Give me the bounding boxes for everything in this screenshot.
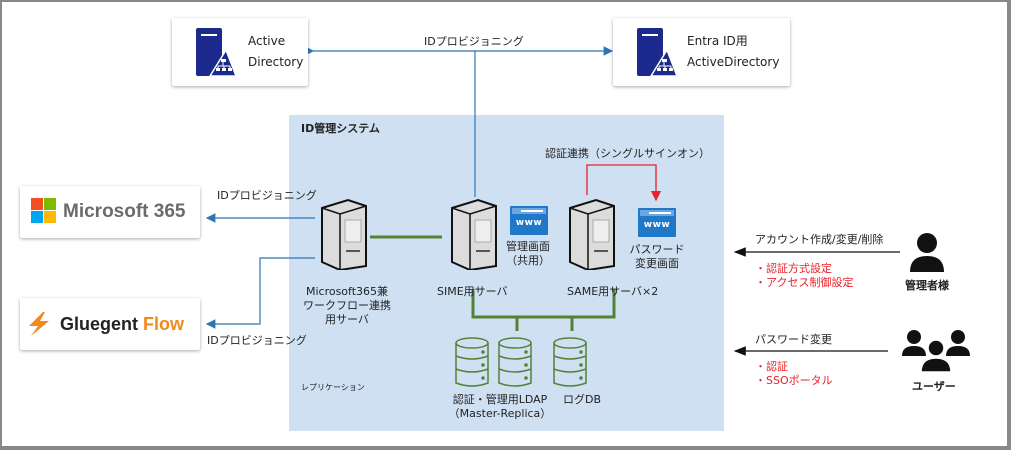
gluegent-provisioning-label: IDプロビジョニング — [207, 334, 307, 347]
ad-server-icon — [637, 28, 677, 76]
ldap-replica-db-icon — [498, 337, 532, 387]
log-db-icon — [553, 337, 587, 387]
sime-server-icon — [451, 198, 497, 270]
admin-screen-label: 管理画面 （共用） — [500, 240, 556, 268]
admin-note-access-control: ・アクセス制御設定 — [755, 276, 854, 289]
active-directory-node: Active Directory — [172, 18, 308, 86]
same-server-icon — [569, 198, 615, 270]
m365-provisioning-label: IDプロビジョニング — [217, 189, 317, 202]
user-notes: ・認証 ・SSOポータル — [755, 360, 833, 388]
ad-server-icon — [196, 28, 236, 76]
admin-screen-www-icon: www — [510, 206, 548, 235]
admin-note-auth-method: ・認証方式設定 — [755, 262, 832, 275]
password-screen-www-text: www — [643, 220, 671, 230]
end-user-label: ユーザー — [912, 380, 956, 393]
gluegent-label-a: Gluegent — [60, 314, 139, 334]
user-note-sso-portal: ・SSOポータル — [755, 374, 833, 387]
users-group-icon — [902, 330, 970, 372]
replication-label: レプリケーション — [301, 383, 365, 392]
ldap-label-line2: （Master-Replica） — [448, 407, 552, 420]
gluegent-label-b: Flow — [143, 314, 185, 334]
microsoft365-label: Microsoft 365 — [63, 201, 186, 222]
m365-server-label-line3: 用サーバ — [325, 313, 369, 326]
user-action-label: パスワード変更 — [755, 333, 832, 346]
admin-action-label: アカウント作成/変更/削除 — [755, 233, 884, 246]
ldap-master-db-icon — [455, 337, 489, 387]
user-note-auth: ・認証 — [755, 360, 788, 373]
ldap-label-line1: 認証・管理用LDAP — [452, 393, 548, 406]
m365-server-label-line2: ワークフロー連携 — [303, 299, 391, 312]
microsoft365-node: Microsoft 365 — [20, 186, 200, 238]
ldap-label: 認証・管理用LDAP （Master-Replica） — [445, 393, 555, 421]
group-title: ID管理システム — [301, 122, 380, 135]
id-management-system-group — [289, 115, 724, 431]
admin-screen-label-line1: 管理画面 — [506, 240, 550, 253]
admin-screen-label-line2: （共用） — [506, 254, 550, 267]
sso-label: 認証連携（シングルサインオン） — [545, 147, 710, 160]
ad-label-line2: Directory — [248, 55, 304, 69]
ad-label-line1: Active — [248, 34, 286, 48]
same-server-label: SAME用サーバ×2 — [567, 285, 659, 298]
gluegent-label: Gluegent Flow — [60, 313, 184, 335]
admin-screen-www-text: www — [515, 218, 543, 228]
gluegent-logo-icon — [29, 312, 49, 336]
admin-notes: ・認証方式設定 ・アクセス制御設定 — [755, 262, 853, 290]
entra-label-line2: ActiveDirectory — [687, 55, 780, 69]
password-screen-label: パスワード 変更画面 — [625, 243, 689, 271]
gluegent-provisioning-line — [205, 257, 315, 329]
sime-server-label: SIME用サーバ — [437, 285, 508, 298]
sso-line — [586, 164, 662, 202]
microsoft-logo-icon — [31, 198, 56, 223]
password-screen-www-icon: www — [638, 208, 676, 237]
logdb-label: ログDB — [563, 393, 602, 406]
top-provisioning-label: IDプロビジョニング — [424, 35, 524, 48]
entra-label-line1: Entra ID用 — [687, 34, 748, 48]
gluegent-flow-node: Gluegent Flow — [20, 298, 200, 350]
database-icons — [455, 337, 587, 387]
password-screen-label-line1: パスワード — [629, 243, 685, 256]
m365-server-icon — [321, 198, 367, 270]
entra-ad-node: Entra ID用 ActiveDirectory — [613, 18, 790, 86]
admin-user-label: 管理者様 — [905, 279, 949, 292]
password-screen-label-line2: 変更画面 — [635, 257, 679, 270]
admin-user-icon — [910, 233, 944, 272]
m365-server-label: Microsoft365兼 ワークフロー連携 用サーバ — [298, 285, 396, 327]
db-bus — [471, 289, 616, 319]
m365-server-label-line1: Microsoft365兼 — [305, 285, 389, 298]
